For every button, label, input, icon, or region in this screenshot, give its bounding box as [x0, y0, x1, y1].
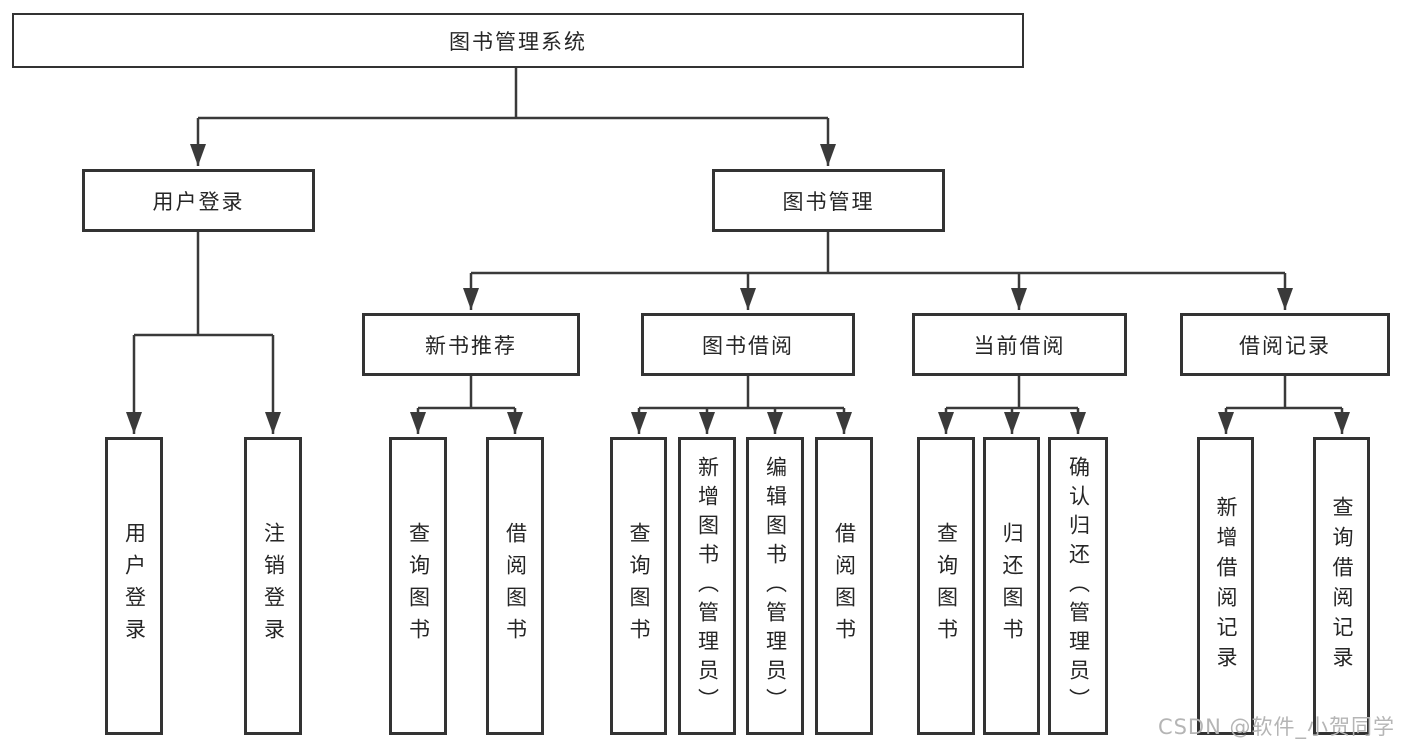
leaf-confirm-return-admin-label: 确认归还（管理员） [1066, 455, 1091, 717]
node-current-borrow-label: 当前借阅 [973, 333, 1066, 358]
leaf-confirm-return-admin: 确认归还（管理员） [1048, 437, 1108, 735]
leaf-query-borrow-record: 查询借阅记录 [1313, 437, 1370, 735]
leaf-borrow-query-book-label: 查询图书 [627, 522, 651, 650]
node-new-book-recommend: 新书推荐 [362, 313, 580, 376]
leaf-recommend-query-book-label: 查询图书 [406, 522, 431, 650]
leaf-logout-label: 注销登录 [261, 522, 286, 650]
leaf-add-borrow-record-label: 新增借阅记录 [1214, 496, 1238, 676]
node-current-borrow: 当前借阅 [912, 313, 1127, 376]
leaf-logout: 注销登录 [244, 437, 302, 735]
leaf-recommend-borrow-book-label: 借阅图书 [503, 522, 528, 650]
leaf-current-query-book-label: 查询图书 [934, 522, 959, 650]
node-system-root-label: 图书管理系统 [449, 29, 587, 54]
leaf-edit-book-admin: 编辑图书（管理员） [746, 437, 804, 735]
node-book-management-module: 图书管理 [712, 169, 945, 232]
leaf-return-book-label: 归还图书 [1000, 522, 1024, 650]
leaf-recommend-query-book: 查询图书 [389, 437, 447, 735]
leaf-current-query-book: 查询图书 [917, 437, 975, 735]
leaf-add-book-admin: 新增图书（管理员） [678, 437, 736, 735]
node-book-borrow: 图书借阅 [641, 313, 855, 376]
leaf-user-login: 用户登录 [105, 437, 163, 735]
leaf-edit-book-admin-label: 编辑图书（管理员） [763, 455, 788, 717]
csdn-watermark: CSDN @软件_小贺同学 [1157, 715, 1395, 739]
node-system-root: 图书管理系统 [12, 13, 1024, 68]
leaf-borrow-book: 借阅图书 [815, 437, 873, 735]
leaf-return-book: 归还图书 [983, 437, 1040, 735]
node-borrow-record-label: 借阅记录 [1239, 333, 1331, 358]
leaf-borrow-query-book: 查询图书 [610, 437, 667, 735]
node-book-borrow-label: 图书借阅 [702, 333, 794, 358]
leaf-add-book-admin-label: 新增图书（管理员） [695, 455, 720, 717]
leaf-add-borrow-record: 新增借阅记录 [1197, 437, 1254, 735]
node-new-book-recommend-label: 新书推荐 [425, 333, 517, 358]
leaf-borrow-book-label: 借阅图书 [832, 522, 857, 650]
leaf-recommend-borrow-book: 借阅图书 [486, 437, 544, 735]
node-user-login-module-label: 用户登录 [152, 189, 245, 214]
leaf-user-login-label: 用户登录 [122, 522, 147, 650]
node-book-management-module-label: 图书管理 [782, 189, 875, 214]
leaf-query-borrow-record-label: 查询借阅记录 [1330, 496, 1354, 676]
node-user-login-module: 用户登录 [82, 169, 315, 232]
node-borrow-record: 借阅记录 [1180, 313, 1390, 376]
